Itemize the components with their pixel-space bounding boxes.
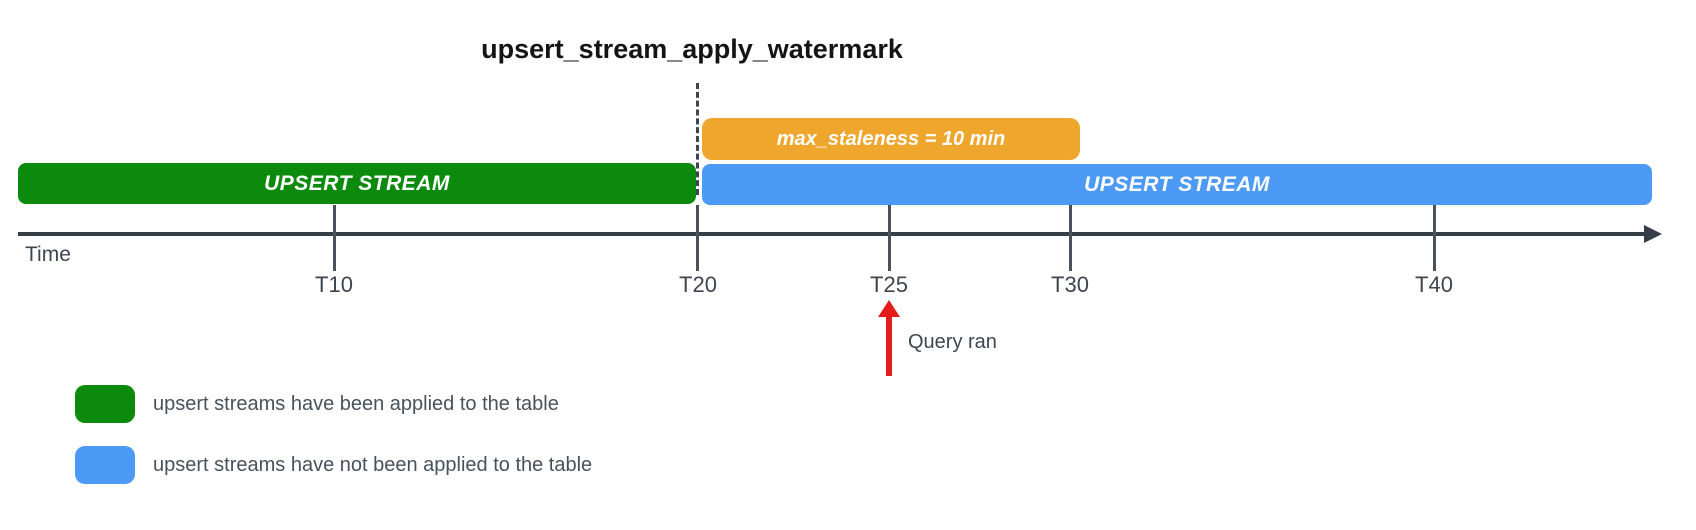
time-axis-arrowhead-icon bbox=[1644, 225, 1662, 243]
unapplied-upsert-stream-label: UPSERT STREAM bbox=[1084, 172, 1270, 196]
legend-swatch-unapplied bbox=[75, 446, 135, 484]
applied-upsert-stream-bar: UPSERT STREAM bbox=[18, 163, 696, 204]
applied-upsert-stream-label: UPSERT STREAM bbox=[264, 171, 450, 195]
legend-label-unapplied: upsert streams have not been applied to … bbox=[153, 454, 593, 476]
tick-t30 bbox=[1069, 205, 1072, 271]
tick-t10 bbox=[333, 205, 336, 271]
legend-swatch-applied bbox=[75, 385, 135, 423]
time-axis-line bbox=[18, 232, 1646, 236]
tick-label-t25: T25 bbox=[870, 272, 908, 297]
tick-t25 bbox=[888, 205, 891, 271]
query-ran-label: Query ran bbox=[908, 331, 997, 353]
legend-label-applied: upsert streams have been applied to the … bbox=[153, 393, 559, 415]
tick-label-t40: T40 bbox=[1415, 272, 1453, 297]
diagram-title: upsert_stream_apply_watermark bbox=[481, 34, 903, 64]
max-staleness-label: max_staleness = 10 min bbox=[776, 127, 1006, 150]
unapplied-upsert-stream-bar: UPSERT STREAM bbox=[702, 164, 1652, 205]
max-staleness-bar: max_staleness = 10 min bbox=[702, 118, 1080, 160]
tick-t20 bbox=[696, 205, 699, 271]
watermark-dotted-line bbox=[696, 83, 699, 195]
query-ran-arrow-icon bbox=[878, 300, 900, 317]
query-ran-arrow-shaft bbox=[886, 315, 892, 376]
tick-label-t10: T10 bbox=[315, 272, 353, 297]
tick-label-t30: T30 bbox=[1051, 272, 1089, 297]
tick-label-t20: T20 bbox=[679, 272, 717, 297]
time-axis-label: Time bbox=[25, 243, 71, 266]
tick-t40 bbox=[1433, 205, 1436, 271]
